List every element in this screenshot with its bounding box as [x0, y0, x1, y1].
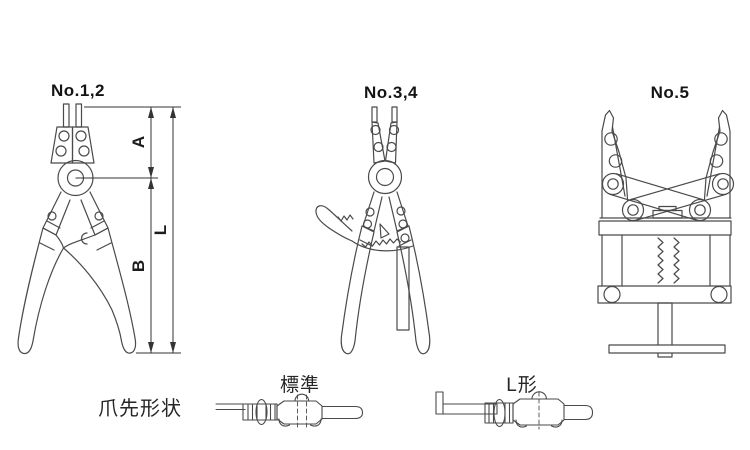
dimension-label-a: A: [129, 136, 148, 148]
tip-standard-label: 標準: [279, 375, 320, 396]
tip-lshape-drawing: [435, 391, 594, 430]
tool-no5-drawing: [597, 109, 735, 358]
pliers-no12-drawing: [17, 103, 137, 355]
dimension-label-b: B: [129, 260, 148, 272]
dimension-lines: [75, 106, 181, 354]
figure-label-no5: No.5: [650, 83, 690, 102]
tip-shape-section-title: 爪先形状: [98, 398, 182, 420]
figure-label-no34: No.3,4: [363, 83, 419, 102]
tip-standard-drawing: [215, 393, 364, 429]
pliers-no34-drawing: [315, 106, 431, 355]
figure-label-no12: No.1,2: [50, 81, 106, 100]
dimension-arrowheads: [148, 107, 176, 353]
dimension-label-l: L: [151, 225, 170, 235]
tip-lshape-label: L形: [506, 375, 538, 396]
